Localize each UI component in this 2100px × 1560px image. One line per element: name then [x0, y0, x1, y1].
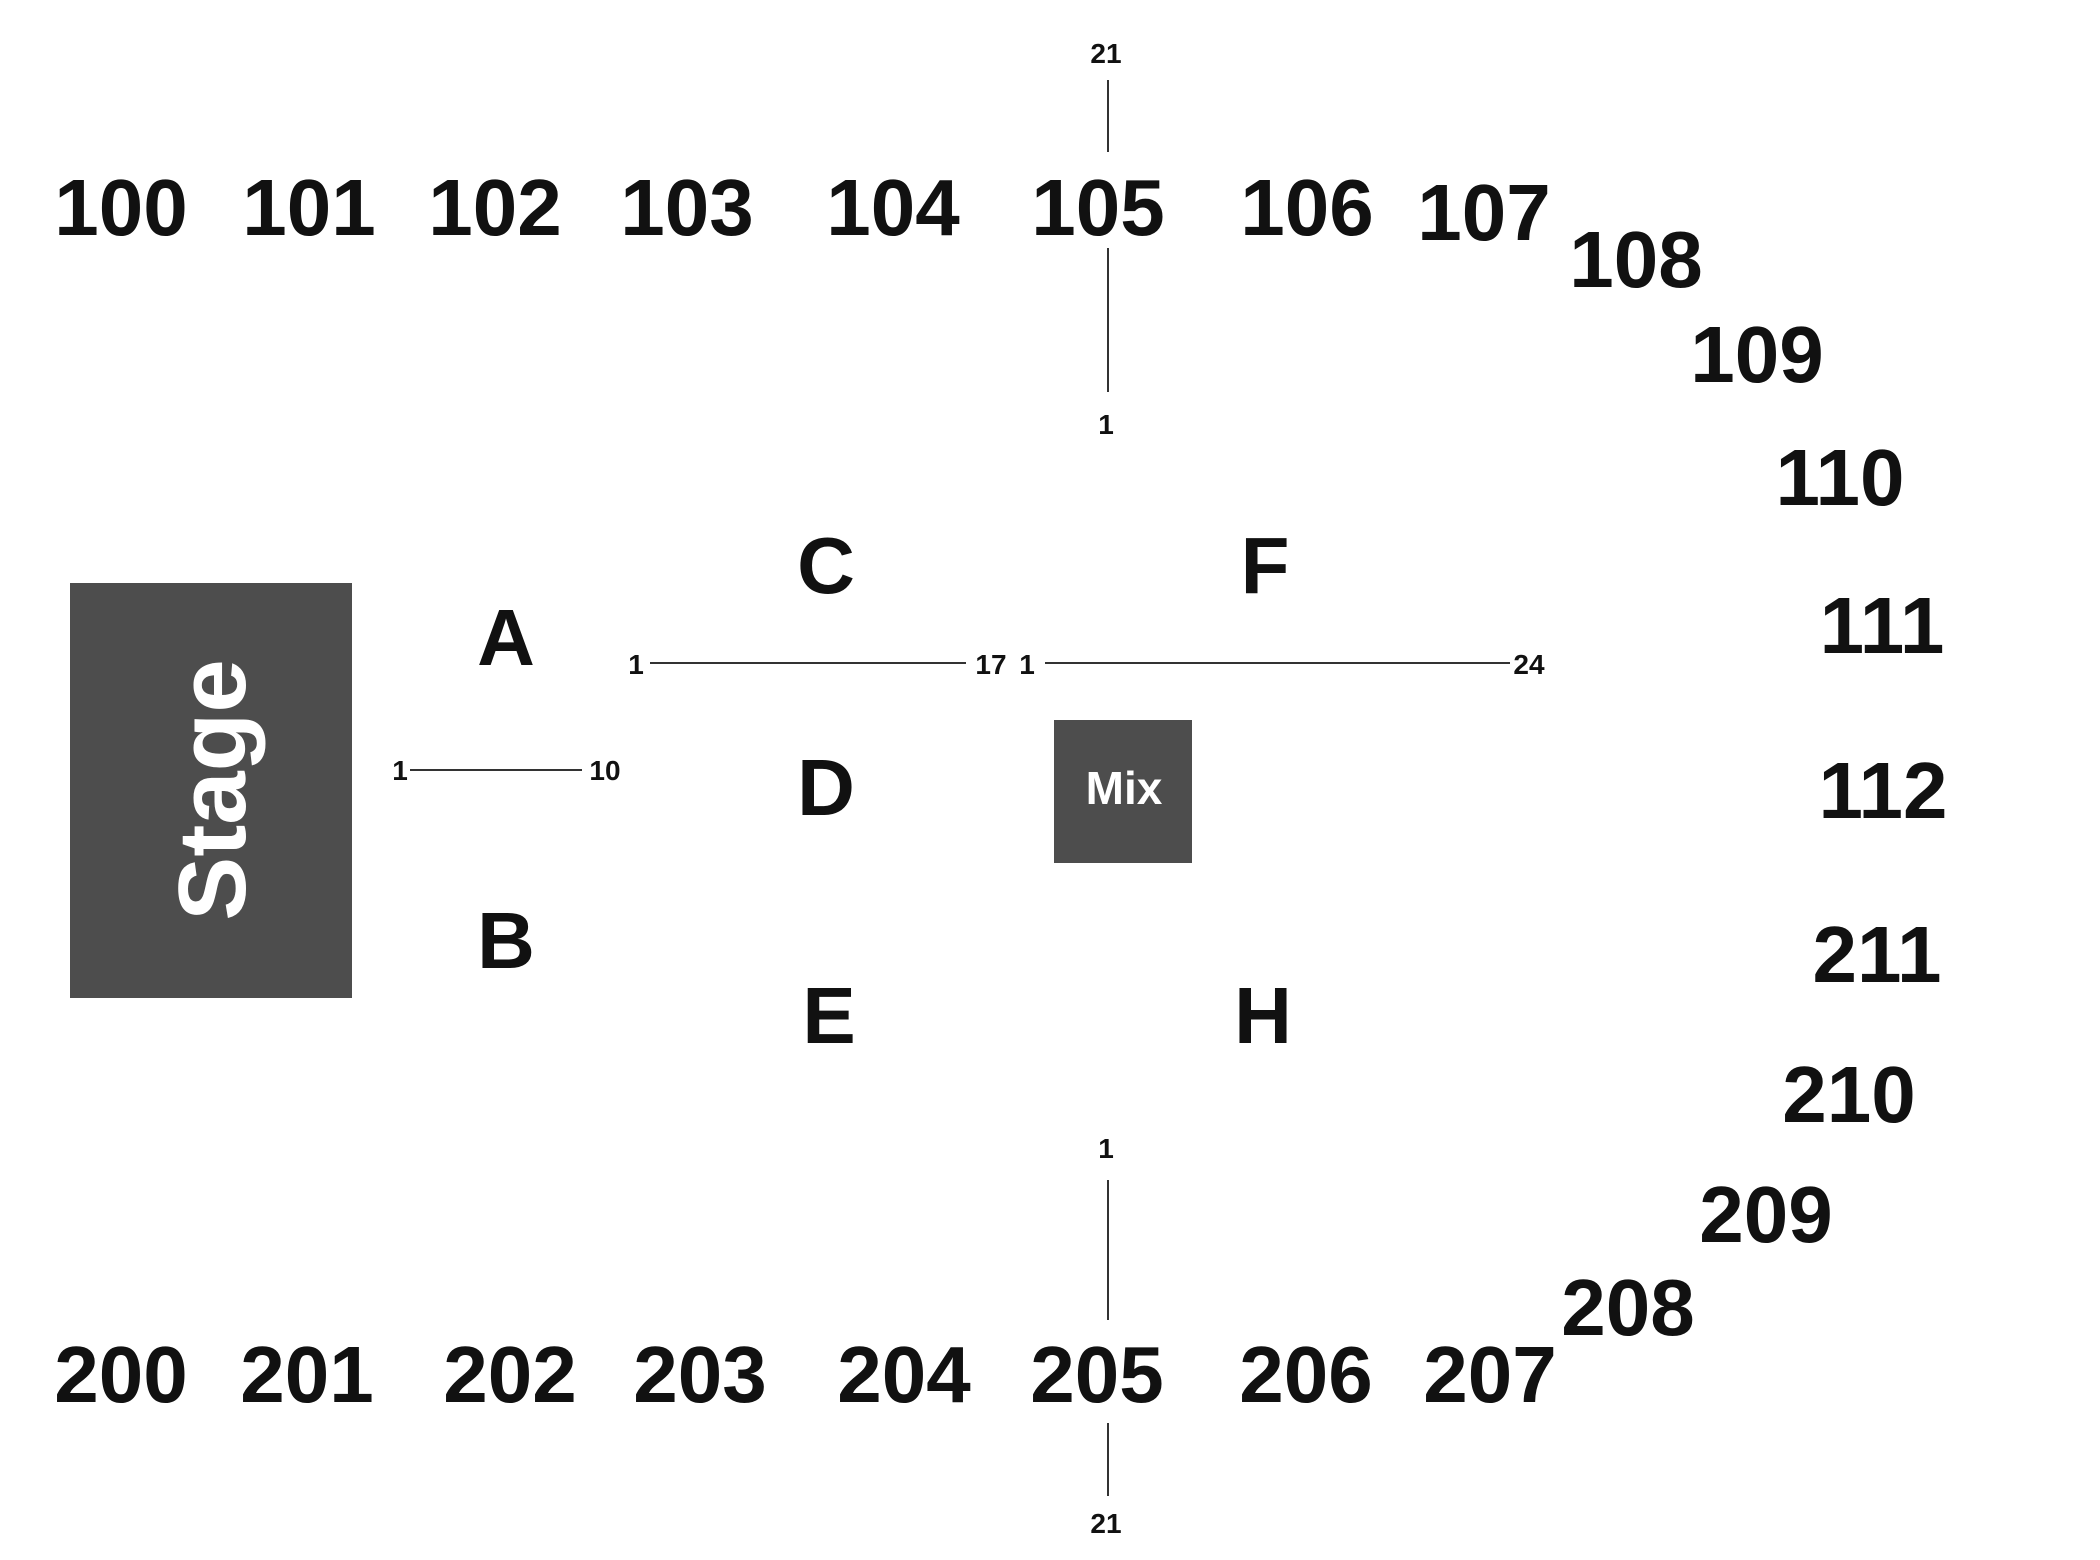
stage-block [70, 583, 352, 998]
section-107[interactable]: 107 [1417, 168, 1550, 257]
row-marker-center-right-end: 24 [1513, 649, 1545, 680]
mix-block [1054, 720, 1192, 863]
section-104[interactable]: 104 [826, 163, 960, 252]
section-208[interactable]: 208 [1561, 1263, 1694, 1352]
section-100[interactable]: 100 [54, 163, 187, 252]
row-marker-top-aisle: 21 1 [1090, 38, 1121, 440]
section-103[interactable]: 103 [620, 163, 753, 252]
section-111[interactable]: 111 [1820, 581, 1945, 670]
floor-section-c[interactable]: C [797, 521, 855, 610]
floor-section-a[interactable]: A [477, 593, 535, 682]
row-marker-stage-front: 1 10 [392, 755, 620, 786]
stage-label: Stage [159, 659, 266, 920]
row-marker-stage-start: 1 [392, 755, 408, 786]
row-marker-stage-end: 10 [589, 755, 620, 786]
mix-booth[interactable]: Mix [1054, 720, 1192, 863]
row-marker-top-start: 1 [1098, 409, 1114, 440]
stage[interactable]: Stage [70, 583, 352, 998]
floor-section-d[interactable]: D [797, 743, 855, 832]
section-202[interactable]: 202 [443, 1330, 576, 1419]
section-105[interactable]: 105 [1031, 163, 1164, 252]
section-204[interactable]: 204 [837, 1330, 971, 1419]
section-106[interactable]: 106 [1240, 163, 1373, 252]
floor-section-b[interactable]: B [477, 896, 535, 985]
section-110[interactable]: 110 [1775, 433, 1904, 522]
floor-section-h[interactable]: H [1234, 971, 1292, 1060]
row-marker-bottom-end: 21 [1090, 1508, 1121, 1539]
section-203[interactable]: 203 [633, 1330, 766, 1419]
floor-sections: A B C D E F H [477, 521, 1292, 1060]
row-marker-center-left-start: 1 [628, 649, 644, 680]
section-206[interactable]: 206 [1239, 1330, 1372, 1419]
section-200[interactable]: 200 [54, 1330, 187, 1419]
row-marker-center-right-start: 1 [1019, 649, 1035, 680]
floor-section-f[interactable]: F [1241, 521, 1290, 610]
row-marker-center-left-end: 17 [975, 649, 1006, 680]
row-marker-center-left: 1 17 [628, 649, 1006, 680]
section-112[interactable]: 112 [1818, 746, 1947, 835]
mix-label: Mix [1086, 762, 1163, 814]
section-101[interactable]: 101 [242, 163, 375, 252]
section-211[interactable]: 211 [1812, 910, 1941, 999]
section-108[interactable]: 108 [1569, 215, 1702, 304]
section-210[interactable]: 210 [1782, 1050, 1915, 1139]
row-marker-center-right: 1 24 [1019, 649, 1545, 680]
section-102[interactable]: 102 [428, 163, 561, 252]
section-207[interactable]: 207 [1423, 1330, 1556, 1419]
section-205[interactable]: 205 [1030, 1330, 1163, 1419]
row-marker-bottom-aisle: 1 21 [1090, 1133, 1121, 1539]
row-marker-bottom-start: 1 [1098, 1133, 1114, 1164]
section-209[interactable]: 209 [1699, 1170, 1832, 1259]
upper-sections: 100 101 102 103 104 105 106 107 108 109 … [54, 163, 1947, 835]
floor-section-e[interactable]: E [802, 971, 855, 1060]
section-201[interactable]: 201 [240, 1330, 373, 1419]
section-109[interactable]: 109 [1690, 310, 1823, 399]
lower-sections: 200 201 202 203 204 205 206 207 208 209 … [54, 910, 1941, 1419]
row-marker-top-end: 21 [1090, 38, 1121, 69]
